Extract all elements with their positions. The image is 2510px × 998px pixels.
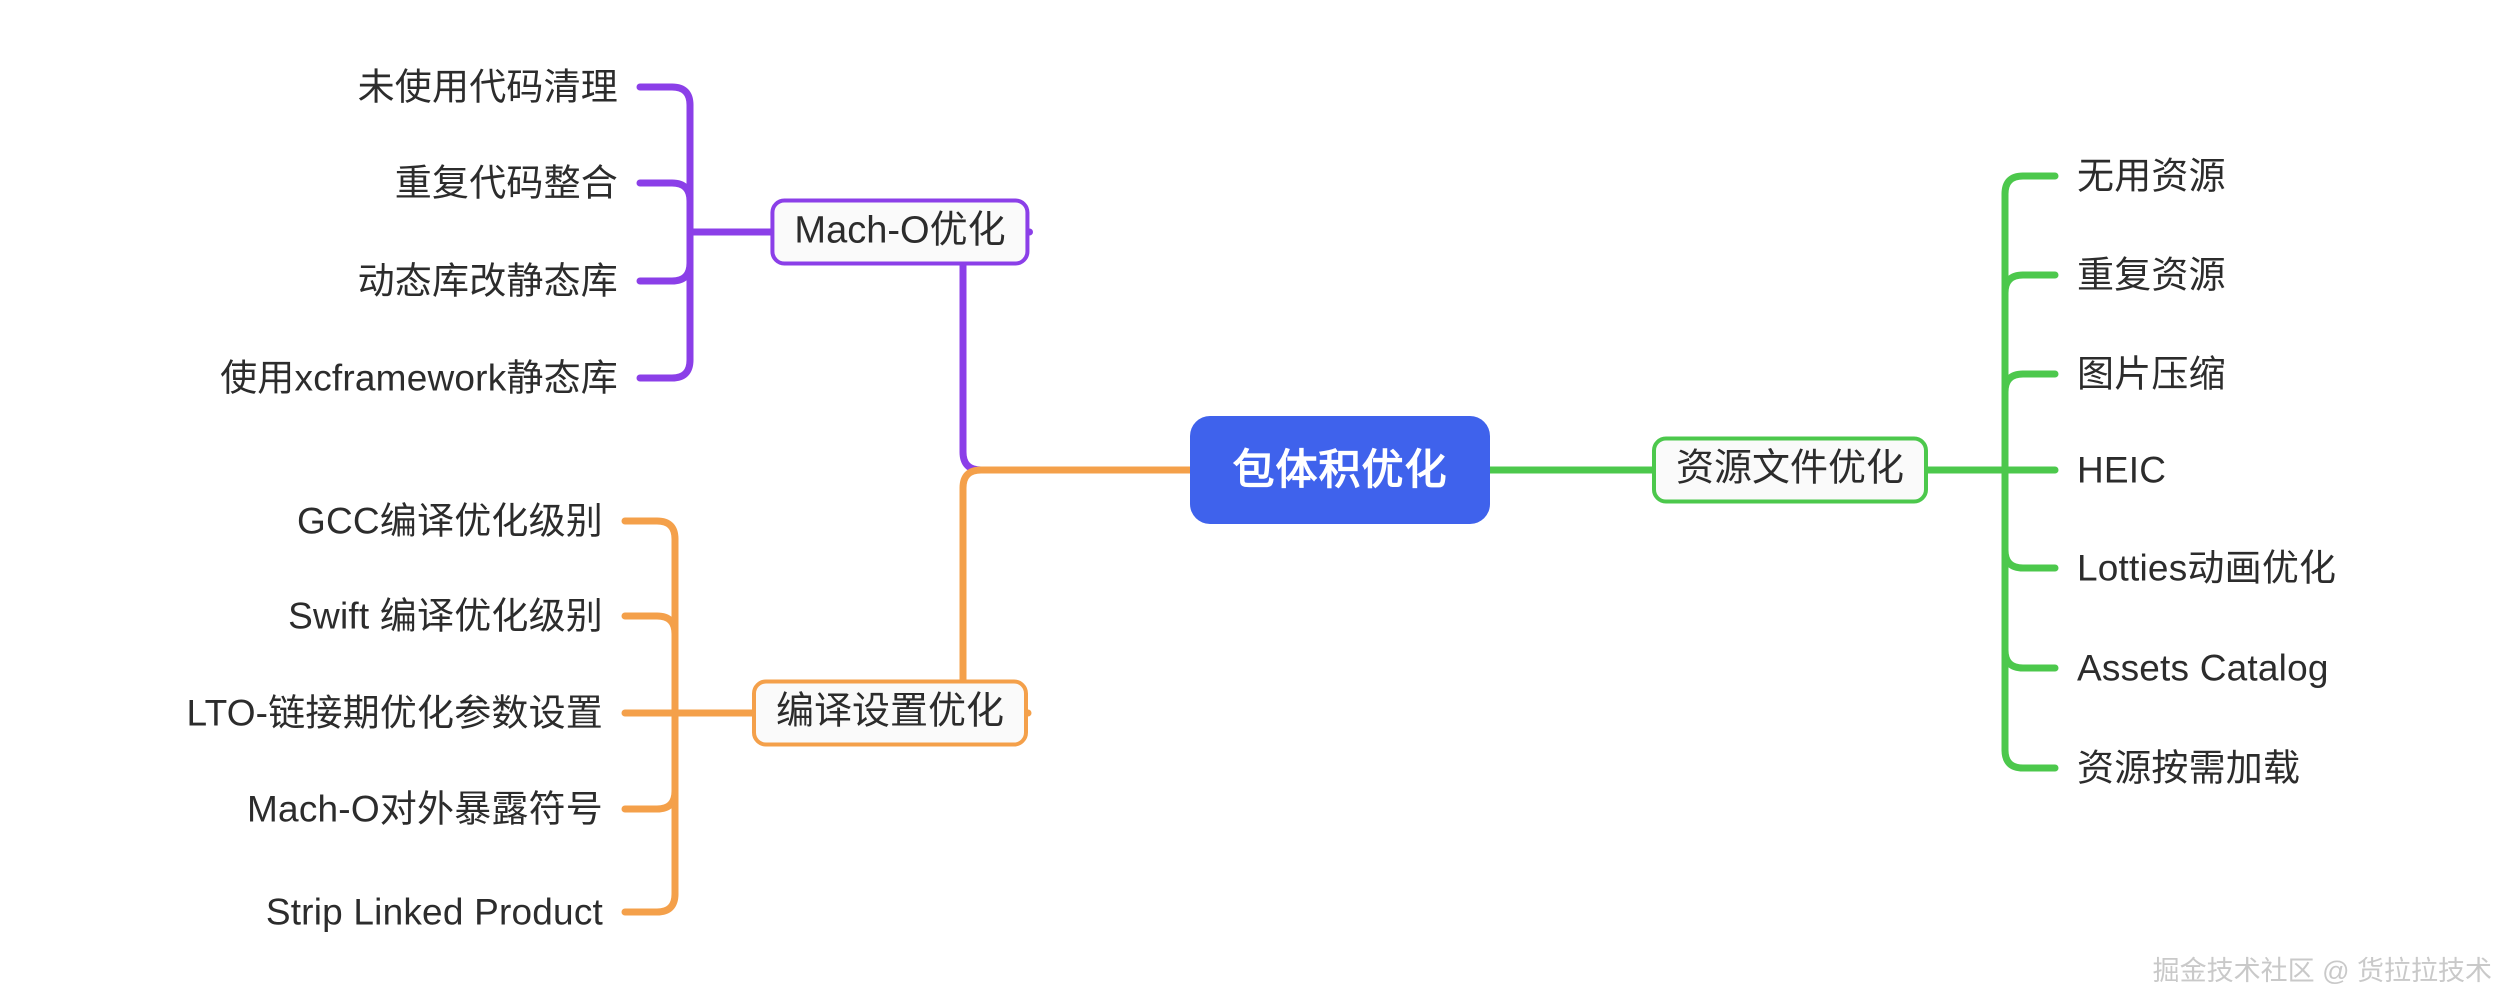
wire-leaf-resources-0 bbox=[2001, 172, 2059, 198]
wire-leaf-resources-2 bbox=[2001, 370, 2059, 396]
branch-node-macho[interactable]: Mach-O优化 bbox=[770, 198, 1030, 266]
wire-leaf-buildsettings-3 bbox=[621, 787, 679, 813]
wire-leaf-macho-2 bbox=[636, 259, 694, 285]
wire-root-to-buildsettings bbox=[959, 466, 1194, 717]
wire-leaf-resources-6 bbox=[2001, 746, 2059, 772]
leaf-node-resources-4[interactable]: Lotties动画优化 bbox=[2077, 547, 2337, 589]
wire-leaf-resources-4 bbox=[2001, 546, 2059, 572]
root-node[interactable]: 包体积优化 bbox=[1190, 416, 1490, 524]
leaf-node-buildsettings-2[interactable]: LTO-链接期优化参数设置 bbox=[186, 692, 603, 734]
leaf-node-resources-0[interactable]: 无用资源 bbox=[2077, 155, 2226, 197]
wire-leaf-buildsettings-4 bbox=[621, 890, 679, 916]
leaf-node-macho-1[interactable]: 重复代码整合 bbox=[394, 162, 618, 204]
leaf-node-resources-1[interactable]: 重复资源 bbox=[2077, 254, 2226, 296]
wire-leaf-resources-1 bbox=[2001, 271, 2059, 297]
branch-node-resources[interactable]: 资源文件优化 bbox=[1651, 436, 1929, 504]
wire-root-to-macho bbox=[959, 228, 1194, 474]
wire-leaf-macho-0 bbox=[636, 83, 694, 109]
wire-leaf-buildsettings-0 bbox=[621, 517, 679, 543]
leaf-node-macho-3[interactable]: 使用xcframework静态库 bbox=[220, 357, 618, 399]
leaf-node-buildsettings-4[interactable]: Strip Linked Product bbox=[265, 891, 603, 933]
leaf-node-resources-6[interactable]: 资源按需加载 bbox=[2077, 747, 2301, 789]
wire-leaf-macho-1 bbox=[636, 179, 694, 205]
leaf-node-buildsettings-0[interactable]: GCC编译优化级别 bbox=[296, 500, 603, 542]
leaf-node-resources-3[interactable]: HEIC bbox=[2077, 449, 2167, 491]
leaf-node-resources-5[interactable]: Assets Catalog bbox=[2077, 647, 2329, 689]
watermark: 掘金技术社区 @ 货拉拉技术 bbox=[2152, 956, 2492, 986]
wire-leaf-macho-3 bbox=[636, 356, 694, 382]
leaf-node-buildsettings-3[interactable]: Mach-O对外暴露符号 bbox=[247, 788, 603, 830]
branch-node-buildsettings[interactable]: 编译设置优化 bbox=[751, 679, 1029, 747]
leaf-node-resources-2[interactable]: 图片压缩 bbox=[2077, 353, 2226, 395]
leaf-node-buildsettings-1[interactable]: Swift 编译优化级别 bbox=[288, 595, 603, 637]
wire-leaf-resources-5 bbox=[2001, 646, 2059, 672]
leaf-node-macho-0[interactable]: 未使用代码清理 bbox=[357, 66, 618, 108]
leaf-node-macho-2[interactable]: 动态库改静态库 bbox=[357, 260, 618, 302]
wire-leaf-buildsettings-1 bbox=[621, 612, 679, 638]
